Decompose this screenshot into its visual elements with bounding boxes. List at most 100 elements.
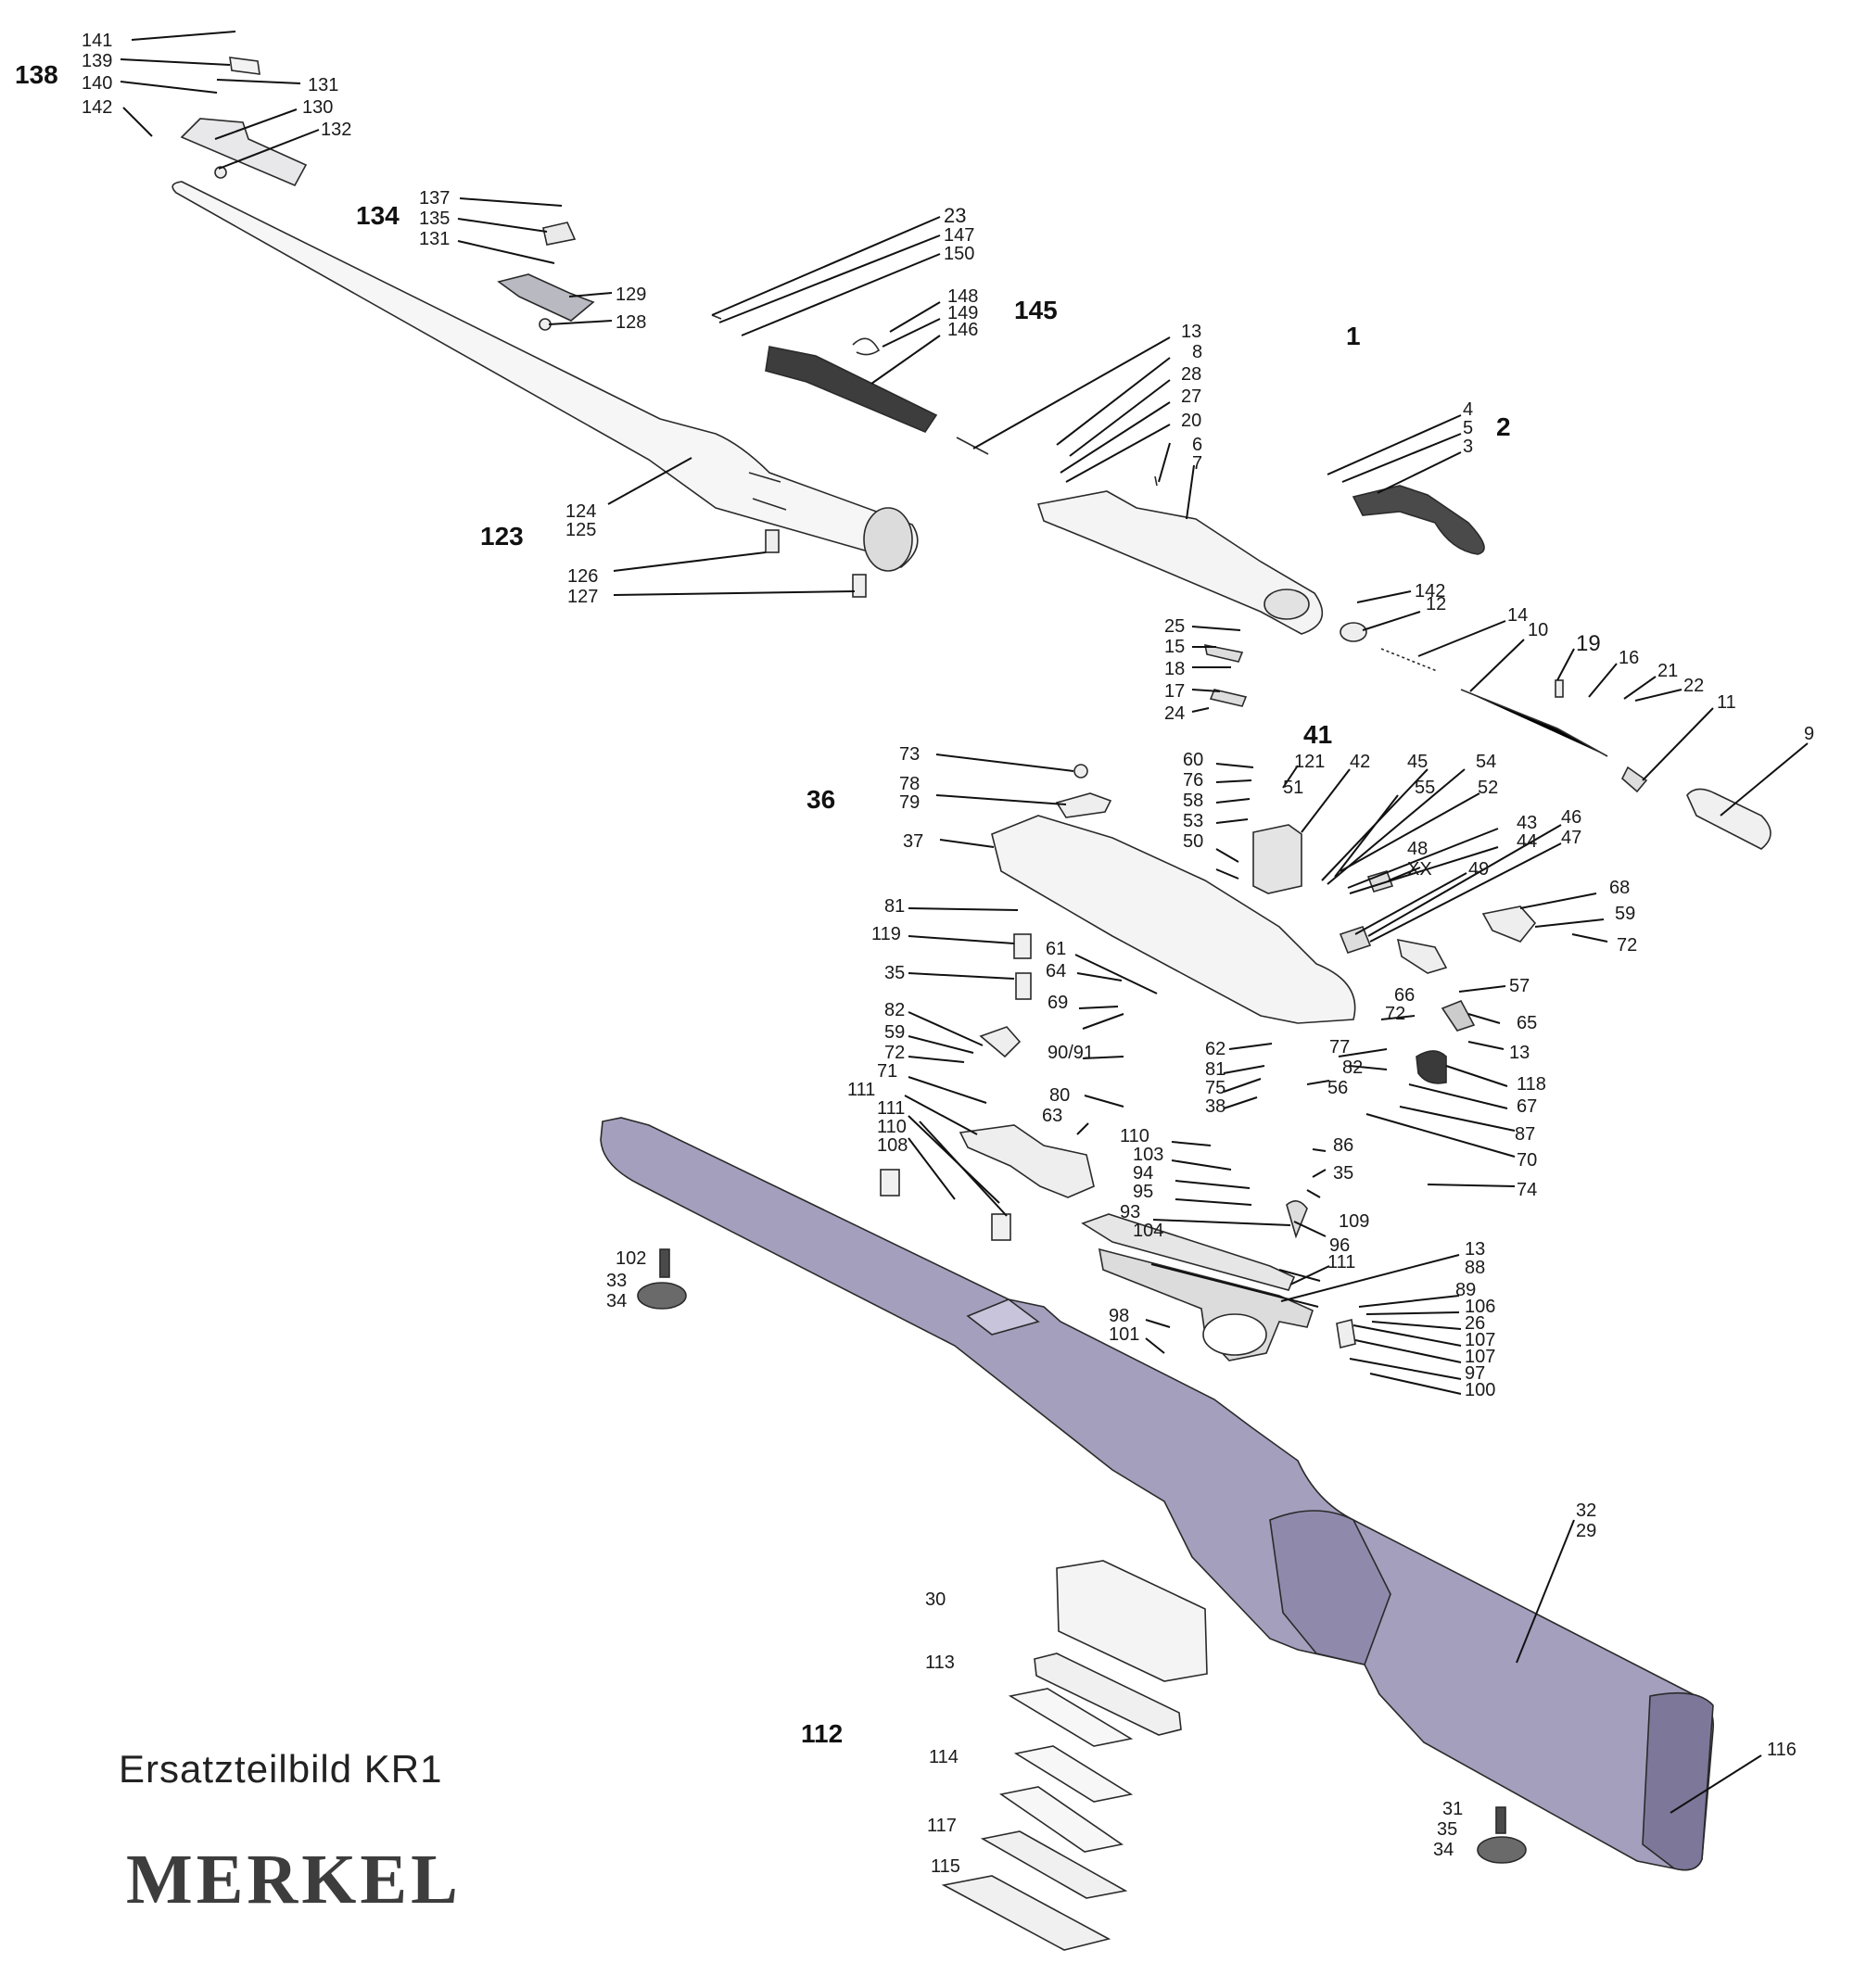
part-label: 23	[944, 204, 966, 227]
part-label: 34	[606, 1291, 627, 1311]
bolt-handle	[1352, 485, 1485, 555]
part-label: 130	[302, 97, 333, 118]
spring-117-a	[1008, 1688, 1134, 1747]
part-label: 113	[925, 1652, 955, 1673]
part-label: 90/91	[1048, 1043, 1094, 1063]
brand-logo: MERKEL	[126, 1841, 462, 1918]
part-label: 69	[1048, 993, 1068, 1013]
part-label: 22	[1683, 676, 1704, 696]
part-label: 10	[1528, 620, 1548, 640]
part-label: 43	[1517, 813, 1537, 833]
part-label: 56	[1327, 1078, 1348, 1098]
part-label: 82	[1342, 1057, 1363, 1078]
part-label: 97	[1465, 1363, 1485, 1384]
part-label: 16	[1619, 648, 1639, 668]
part-label: 48	[1407, 839, 1428, 859]
part-label: 12	[1426, 594, 1446, 614]
part-label: 19	[1576, 631, 1601, 656]
part-label: 135	[419, 209, 450, 229]
part-label: 65	[1517, 1013, 1537, 1033]
part-label: 11	[1717, 692, 1736, 713]
pin-126	[765, 529, 780, 553]
receiver	[1036, 490, 1324, 635]
pin-127	[852, 574, 867, 598]
parts-drawing	[171, 57, 1771, 1951]
part-label: 13	[1509, 1043, 1530, 1063]
part-label: 4	[1463, 399, 1473, 420]
trigger-group-block	[1252, 824, 1302, 894]
part-label: 9	[1804, 724, 1814, 744]
part-label: 142	[82, 97, 112, 118]
part-label: 78	[899, 774, 920, 794]
part-label: 139	[82, 51, 112, 71]
diagram-caption: Ersatzteilbild KR1	[119, 1747, 443, 1791]
small-pin-23	[711, 314, 722, 320]
part-label: 53	[1183, 811, 1203, 831]
part-label: 93	[1120, 1202, 1140, 1222]
part-label: 50	[1183, 831, 1203, 852]
part-label: 101	[1109, 1324, 1139, 1345]
part-label: 81	[1205, 1059, 1225, 1080]
part-label: 34	[1433, 1840, 1454, 1860]
trigger-housing-37	[991, 815, 1356, 1024]
part-label: 100	[1465, 1380, 1495, 1400]
group-label: 134	[356, 201, 400, 230]
rear-sight-blade	[542, 222, 577, 246]
part-label: 67	[1517, 1096, 1537, 1117]
part-label: 55	[1415, 778, 1435, 798]
part-label: 82	[884, 1000, 905, 1020]
part-label: 119	[871, 924, 901, 944]
extractor-spring	[852, 337, 881, 356]
part-label: 146	[947, 320, 978, 340]
stock-comb-face	[966, 1298, 1040, 1336]
part-label: 116	[1767, 1740, 1797, 1760]
spring-117-c	[998, 1786, 1124, 1853]
part-label: 3	[1463, 437, 1473, 457]
part-label: 75	[1205, 1078, 1225, 1098]
part-label: 141	[82, 31, 112, 51]
part-label: 13	[1181, 322, 1201, 342]
part-label: 24	[1164, 703, 1185, 724]
part-label: 5	[1463, 418, 1473, 438]
floor-plate-116	[941, 1875, 1111, 1951]
part-label: 42	[1350, 752, 1370, 772]
part-label: 45	[1407, 752, 1428, 772]
part-label: 131	[419, 229, 450, 249]
part-label: 49	[1468, 859, 1489, 880]
spring-117-b	[1013, 1745, 1134, 1803]
part-label: 109	[1339, 1211, 1369, 1232]
part-label: 64	[1046, 961, 1066, 981]
part-label: 88	[1465, 1258, 1485, 1278]
part-label: 107	[1465, 1330, 1495, 1350]
part-97	[1336, 1319, 1356, 1349]
part-label: 54	[1476, 752, 1496, 772]
floor-plate-90-91	[959, 1124, 1095, 1198]
part-label: 33	[606, 1271, 627, 1291]
group-label: 145	[1014, 296, 1058, 324]
front-sight-ramp	[180, 118, 308, 187]
part-17	[1209, 689, 1248, 707]
part-label: XX	[1407, 859, 1432, 880]
part-label: 86	[1333, 1135, 1353, 1156]
part-label: 103	[1133, 1145, 1163, 1165]
group-label: 2	[1496, 412, 1511, 441]
part-label: 17	[1164, 681, 1185, 702]
part-label: 102	[616, 1248, 646, 1269]
part-label: 128	[616, 312, 646, 333]
part-label: 108	[877, 1135, 908, 1156]
part-label: 20	[1181, 411, 1201, 431]
part-label: 68	[1609, 878, 1630, 898]
part-label: 14	[1507, 605, 1528, 626]
barrel	[171, 181, 919, 568]
part-label: 106	[1465, 1297, 1495, 1317]
group-label: 41	[1303, 720, 1332, 749]
part-label: 61	[1046, 939, 1066, 959]
bolt-head	[765, 346, 938, 433]
part-label: 72	[1617, 935, 1637, 956]
group-label: 112	[801, 1719, 843, 1748]
pin-110b	[991, 1213, 1011, 1241]
part-65	[1396, 938, 1448, 974]
sling-swivel-right	[1477, 1806, 1527, 1864]
part-label: 18	[1164, 659, 1185, 679]
